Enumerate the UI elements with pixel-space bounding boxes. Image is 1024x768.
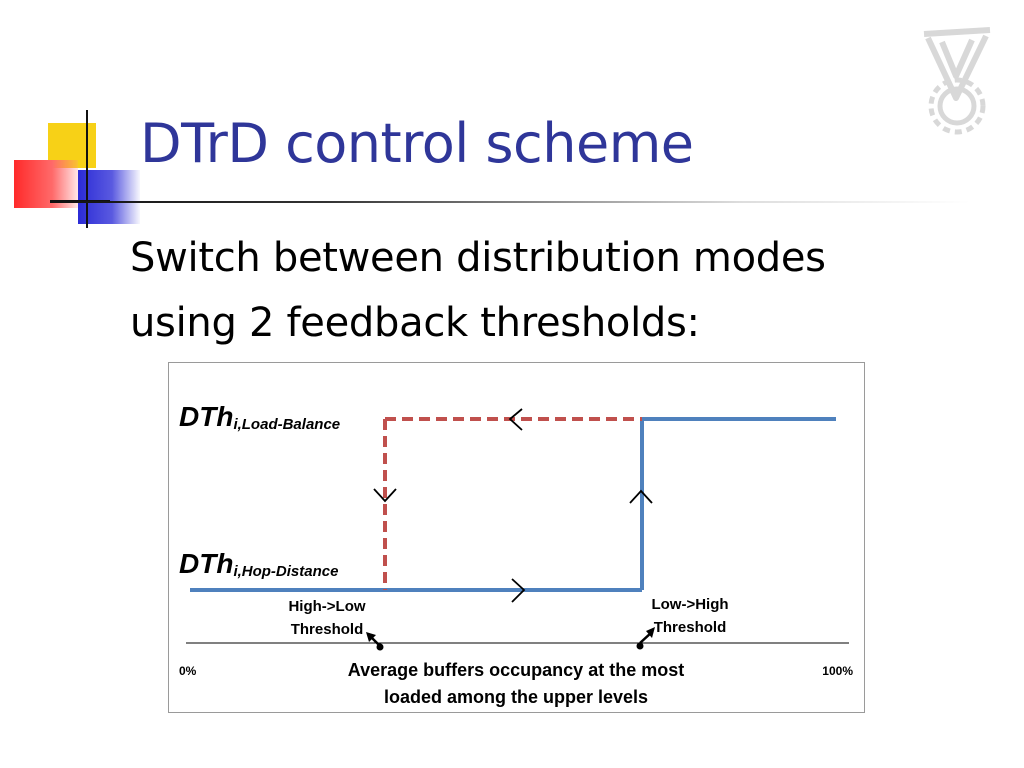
- axis-min-label: 0%: [179, 664, 197, 678]
- body-line-1: Switch between distribution modes: [130, 235, 826, 281]
- low-to-high-pointer: [636, 627, 655, 650]
- hop-distance-label: DThi,Hop-Distance: [179, 548, 338, 580]
- arrow-left-icon: [508, 408, 523, 431]
- slide-body: Switch between distribution modes using …: [130, 226, 826, 356]
- load-balance-label: DThi,Load-Balance: [179, 401, 340, 433]
- body-line-2: using 2 feedback thresholds:: [130, 300, 700, 346]
- low-to-high-threshold-label-line-1: Low->High: [651, 596, 728, 613]
- slide-title: DTrD control scheme: [140, 112, 694, 175]
- arrow-down-icon: [373, 488, 397, 503]
- axis-title-line-2: loaded among the upper levels: [384, 687, 648, 707]
- axis-title-line-1: Average buffers occupancy at the most: [348, 660, 684, 680]
- decor-blue-square: [78, 170, 140, 224]
- high-to-low-threshold-label-line-2: Threshold: [291, 621, 364, 638]
- university-logo-icon: [923, 27, 991, 135]
- arrow-right-icon: [511, 578, 526, 603]
- arrow-up-icon: [629, 489, 653, 504]
- low-to-high-threshold-label-line-2: Threshold: [654, 619, 727, 636]
- title-underline: [50, 201, 970, 203]
- dashed-path: [383, 417, 642, 590]
- hysteresis-diagram: DThi,Load-Balance DThi,Hop-Distance High…: [179, 401, 853, 707]
- decor-vertical-line: [86, 110, 88, 228]
- high-to-low-pointer: [366, 632, 384, 651]
- high-to-low-threshold-label-line-1: High->Low: [288, 598, 365, 615]
- solid-path: [190, 417, 836, 592]
- axis-max-label: 100%: [822, 664, 853, 678]
